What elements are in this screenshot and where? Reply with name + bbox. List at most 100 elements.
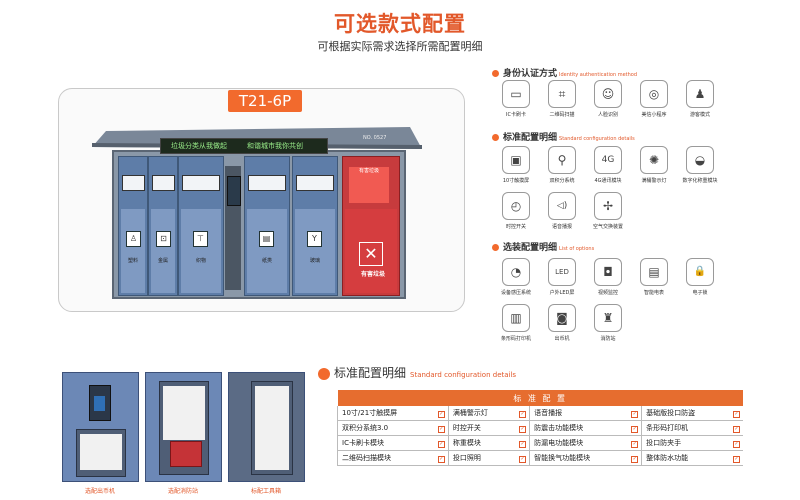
photo-toolbox bbox=[228, 372, 305, 482]
hazard-lid: 有害垃圾 bbox=[349, 167, 389, 203]
checkbox-icon: ✓ bbox=[733, 455, 740, 463]
pressure-icon: ◔ bbox=[502, 258, 530, 286]
page-title: 可选款式配置 bbox=[334, 12, 466, 36]
checkbox-icon: ✓ bbox=[631, 455, 639, 463]
checkbox-icon: ✓ bbox=[733, 440, 740, 448]
clock-icon: ◴ bbox=[502, 192, 530, 220]
bullet-icon bbox=[318, 367, 330, 380]
scale-icon: ◒ bbox=[686, 146, 714, 174]
photo-caption: 选配出币机 bbox=[84, 488, 115, 495]
checkbox-icon: ✓ bbox=[631, 440, 639, 448]
bag-icon: ⚲ bbox=[548, 146, 576, 174]
checkbox-icon: ✓ bbox=[519, 410, 527, 418]
page-subtitle: 可根据实际需求选择所需配置明细 bbox=[317, 40, 483, 53]
table-row: 10寸/21寸触摸屏✓ 满桶警示灯✓ 语音播报✓ 基础版投口防盗✓ bbox=[336, 406, 743, 421]
led-icon: LED bbox=[548, 258, 576, 286]
recycling-cabinet: ♙ 塑料 ⊡ 金属 ⊤ 织物 ▤ 纸类 Y 玻璃 有害垃圾 bbox=[112, 150, 406, 299]
face-icon: ☺ bbox=[594, 80, 622, 108]
hazard-label: 有害垃圾 bbox=[360, 271, 385, 278]
coin-icon: ◙ bbox=[548, 304, 576, 332]
bin-unit-textile: ⊤ 织物 bbox=[178, 156, 224, 296]
photo-coin-dispenser bbox=[62, 372, 139, 482]
checkbox-icon: ✓ bbox=[631, 410, 639, 418]
checkbox-icon: ✓ bbox=[733, 425, 740, 433]
label-strip bbox=[251, 381, 293, 475]
qr-scan-icon: ⌗ bbox=[548, 80, 576, 108]
optional-item-pressure: ◔设备感压系统 bbox=[496, 258, 536, 296]
can-icon: ⊡ bbox=[156, 231, 171, 247]
checkbox-icon: ✓ bbox=[437, 425, 445, 433]
bin-unit-glass: Y 玻璃 bbox=[292, 156, 338, 296]
optional-item-printer: ▥条形码打印机 bbox=[496, 304, 536, 342]
bin-label: 纸类 bbox=[261, 258, 272, 264]
fan-icon: ✢ bbox=[594, 192, 622, 220]
optional-item-meter: ▤智能电表 bbox=[634, 258, 674, 296]
checkbox-icon: ✓ bbox=[437, 410, 445, 418]
standard-item-touchscreen: ▣10寸触摸屏 bbox=[496, 146, 536, 184]
4g-icon: 4G bbox=[594, 146, 622, 174]
photo-caption: 标配工具箱 bbox=[250, 488, 281, 495]
identity-item-visitor: ♟游客模式 bbox=[680, 80, 720, 118]
bin-unit-plastic: ♙ 塑料 bbox=[118, 156, 148, 296]
bin-label: 玻璃 bbox=[309, 258, 320, 264]
bin-label: 金属 bbox=[157, 258, 168, 264]
speaker-icon: ◁) bbox=[548, 192, 576, 220]
standard-item-voice: ◁)语音播报 bbox=[542, 192, 582, 230]
led-text-left: 垃圾分类从我做起 bbox=[171, 142, 227, 150]
paper-icon: ▤ bbox=[259, 231, 274, 247]
camera-icon: ◘ bbox=[594, 258, 622, 286]
identity-item-qr: ⌗二维码扫描 bbox=[542, 80, 582, 118]
standard-item-points: ⚲双积分系统 bbox=[542, 146, 582, 184]
label-strip bbox=[159, 381, 209, 475]
bin-unit-metal: ⊡ 金属 bbox=[148, 156, 178, 296]
glass-icon: Y bbox=[307, 231, 322, 247]
checkbox-icon: ✓ bbox=[631, 425, 639, 433]
checkbox-icon: ✓ bbox=[437, 455, 445, 463]
label-strip bbox=[76, 429, 126, 477]
optional-item-lock: 🔒电子锁 bbox=[680, 258, 720, 296]
touchscreen-icon: ▣ bbox=[502, 146, 530, 174]
optional-item-hydrant: ♜消防站 bbox=[588, 304, 628, 342]
optional-item-coin: ◙出币机 bbox=[542, 304, 582, 342]
touch-screen[interactable] bbox=[227, 176, 241, 206]
serial-number: NO. 0527 bbox=[363, 135, 387, 141]
dispenser-panel bbox=[89, 385, 111, 421]
identity-item-card: ▭IC卡刷卡 bbox=[496, 80, 536, 118]
photo-fire-station bbox=[145, 372, 222, 482]
visitor-icon: ♟ bbox=[686, 80, 714, 108]
lamp-icon: ✺ bbox=[640, 146, 668, 174]
miniprogram-icon: ◎ bbox=[640, 80, 668, 108]
bullet-icon bbox=[492, 70, 499, 77]
standard-item-timer: ◴时控开关 bbox=[496, 192, 536, 230]
bin-unit-hazardous: 有害垃圾 ✕ 有害垃圾 bbox=[342, 156, 400, 296]
identity-item-miniprogram: ◎美信小程序 bbox=[634, 80, 674, 118]
hydrant-icon: ♜ bbox=[594, 304, 622, 332]
table-row: 二维码扫描模块✓ 投口照明✓ 智能换气功能模块✓ 整体防水功能✓ bbox=[336, 450, 743, 466]
bin-label: 织物 bbox=[195, 258, 206, 264]
checkbox-icon: ✓ bbox=[519, 425, 527, 433]
identity-item-face: ☺人脸识别 bbox=[588, 80, 628, 118]
lock-icon: 🔒 bbox=[686, 258, 714, 286]
bullet-icon bbox=[492, 244, 499, 251]
bin-unit-paper: ▤ 纸类 bbox=[244, 156, 290, 296]
bottle-icon: ♙ bbox=[126, 231, 141, 247]
photo-caption: 选配消防站 bbox=[167, 488, 198, 495]
checkbox-icon: ✓ bbox=[733, 410, 740, 418]
model-tag: T21-6P bbox=[228, 90, 302, 112]
bullet-icon bbox=[492, 134, 499, 141]
bin-label: 塑料 bbox=[127, 258, 138, 264]
standard-item-scale: ◒数字化称重模块 bbox=[680, 146, 720, 184]
standard-item-air: ✢空气交换装置 bbox=[588, 192, 628, 230]
led-banner: 垃圾分类从我做起 和谐城市我你共创 bbox=[160, 138, 328, 154]
table-row: IC卡刷卡模块✓ 称重模块✓ 防漏电功能模块✓ 投口防夹手✓ bbox=[336, 435, 743, 451]
clothes-icon: ⊤ bbox=[193, 231, 208, 247]
hazard-x-icon: ✕ bbox=[359, 242, 383, 266]
checkbox-icon: ✓ bbox=[519, 455, 527, 463]
table-row: 双积分系统3.0✓ 时控开关✓ 防震击功能模块✓ 条形码打印机✓ bbox=[336, 420, 743, 436]
